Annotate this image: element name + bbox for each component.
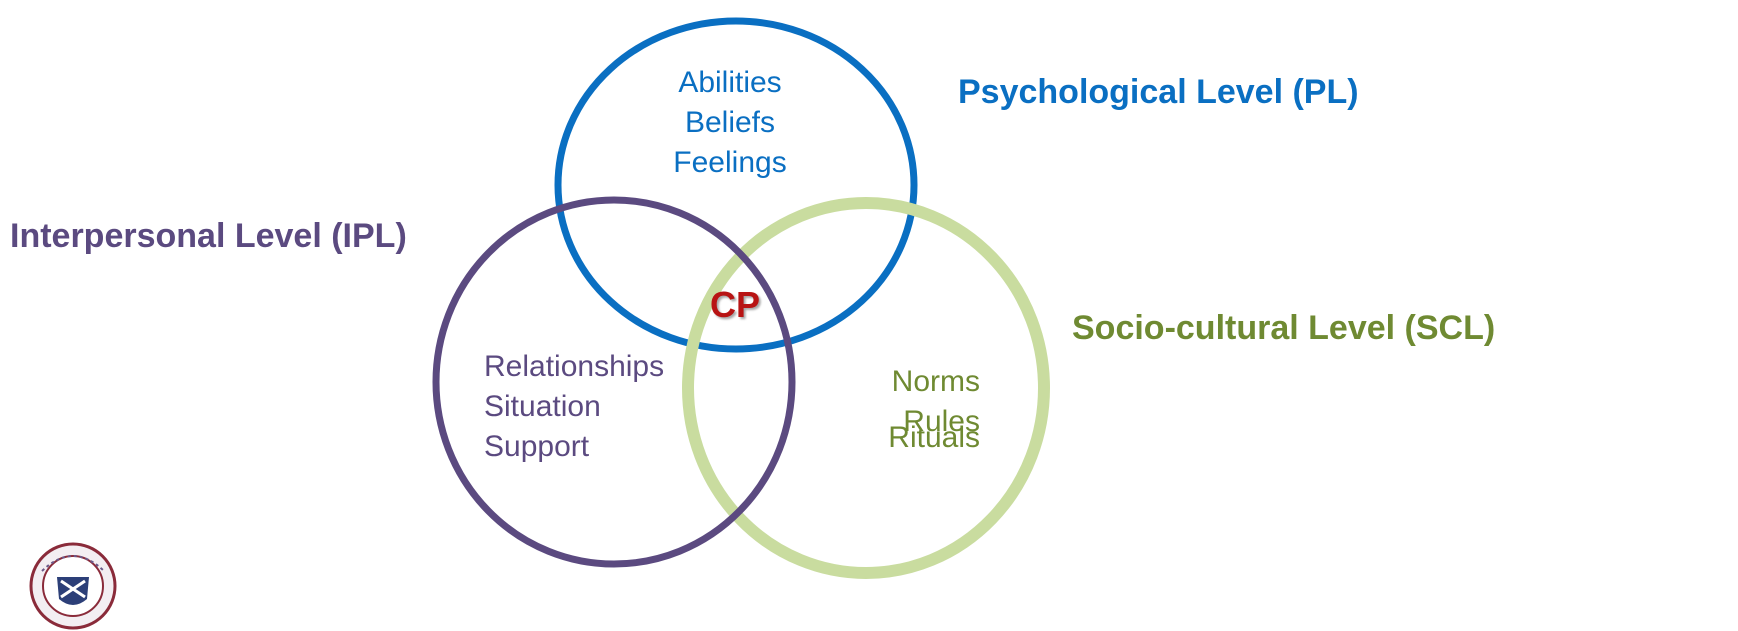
- venn-diagram: [432, 17, 1050, 579]
- socio-cultural-circle: [682, 197, 1050, 579]
- interpersonal-item: Relationships: [484, 350, 665, 383]
- psychological-circle: [554, 17, 918, 353]
- socio-cultural-level-title: Socio-cultural Level (SCL): [1072, 309, 1496, 347]
- socio-cultural-item: Norms: [891, 365, 980, 398]
- interpersonal-circle: [432, 196, 796, 568]
- interpersonal-level-title: Interpersonal Level (IPL): [10, 217, 407, 255]
- interpersonal-item: Situation: [484, 390, 601, 423]
- psychological-level-title: Psychological Level (PL): [958, 73, 1359, 111]
- center-cp-label: CP: [709, 284, 760, 325]
- interpersonal-item: Support: [484, 430, 590, 463]
- socio-cultural-item: Rules: [903, 405, 980, 438]
- psychological-item: Abilities: [678, 66, 782, 99]
- university-seal-icon: [29, 542, 117, 630]
- psychological-item: Beliefs: [684, 106, 776, 139]
- socio-cultural-item: Rituals: [888, 421, 980, 454]
- psychological-item: Feelings: [673, 146, 787, 179]
